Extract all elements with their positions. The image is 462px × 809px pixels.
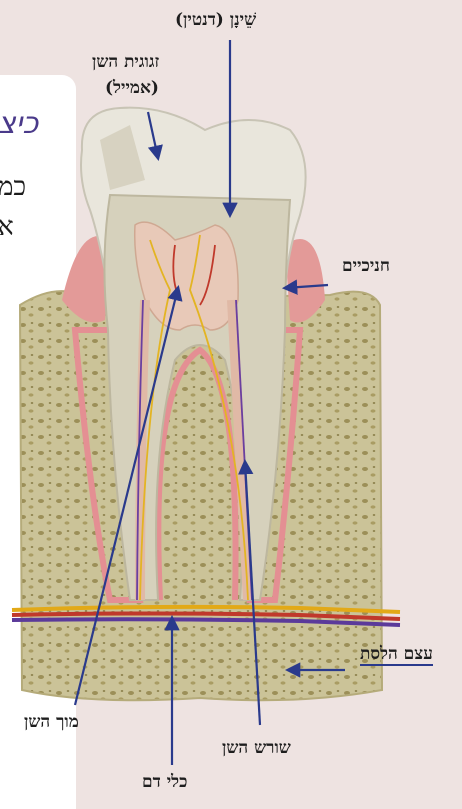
label-gums: חניכיים	[342, 256, 390, 276]
label-pulp: מוך השן	[24, 712, 79, 732]
label-jaw-bone: עצם הלסת	[360, 644, 433, 666]
label-enamel-line2: (אמייל)	[105, 78, 159, 98]
label-root: שורש השן	[222, 738, 291, 758]
label-enamel-line1: זגוגית השן	[92, 52, 159, 72]
label-dentin: שֵׁינָן (דנטין)	[175, 10, 256, 30]
label-blood-vessels: כלי דם	[142, 772, 187, 792]
